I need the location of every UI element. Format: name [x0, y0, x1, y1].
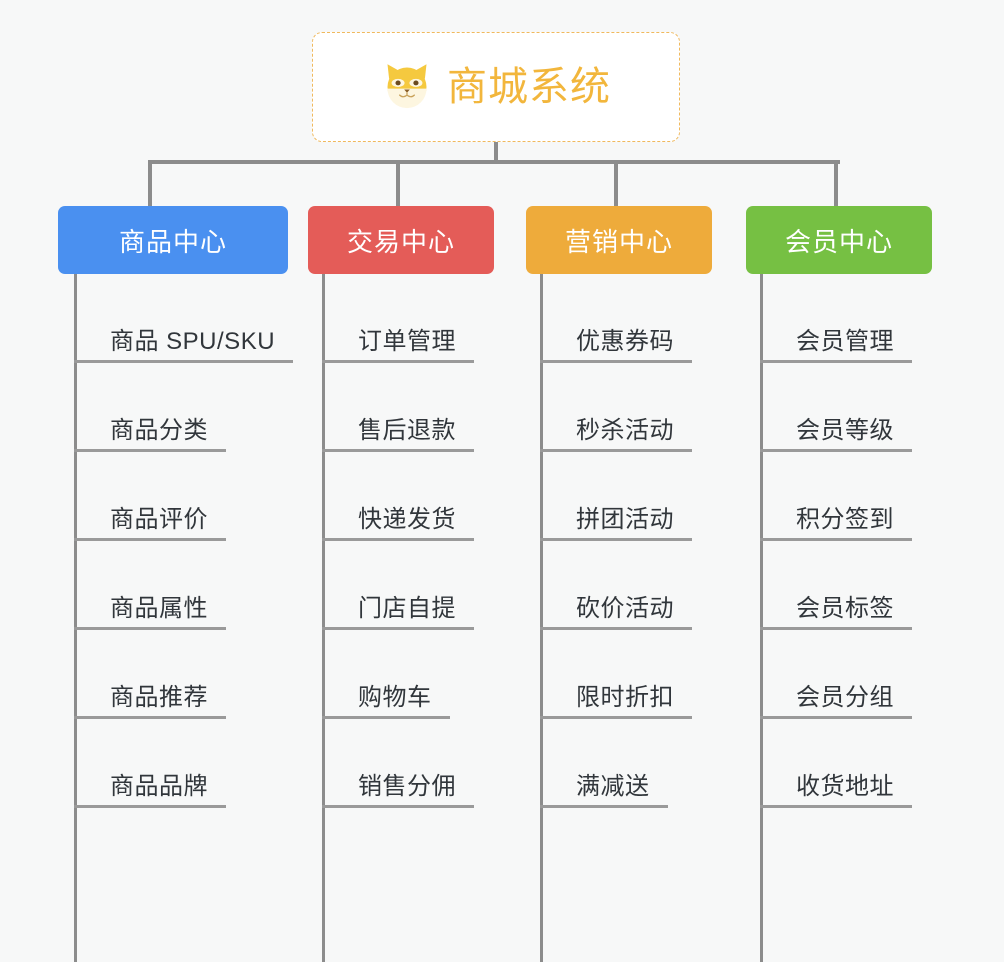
list-item[interactable]: 满减送: [540, 719, 726, 808]
leaf-label: 商品属性: [110, 595, 208, 622]
list-item[interactable]: 售后退款: [322, 363, 508, 452]
list-item[interactable]: 会员管理: [760, 274, 946, 363]
leaf-label: 限时折扣: [576, 684, 674, 711]
list-item[interactable]: 订单管理: [322, 274, 508, 363]
list-item[interactable]: 商品评价: [74, 452, 304, 541]
list-item[interactable]: 购物车: [322, 630, 508, 719]
shiba-dog-face-icon: [387, 64, 427, 109]
list-item[interactable]: 商品推荐: [74, 630, 304, 719]
leaf-label: 拼团活动: [576, 506, 674, 533]
list-item[interactable]: 收货地址: [760, 719, 946, 808]
list-item[interactable]: 积分签到: [760, 452, 946, 541]
root-node-shopping-mall-system[interactable]: 商城系统: [312, 32, 680, 142]
connector-drop-line: [834, 164, 838, 206]
leaf-label: 收货地址: [796, 773, 894, 800]
leaf-label: 会员管理: [796, 328, 894, 355]
list-item[interactable]: 门店自提: [322, 541, 508, 630]
column-rail: [760, 274, 763, 962]
category-header-product-center[interactable]: 商品中心: [58, 206, 288, 274]
diagram-canvas: 商城系统 商品中心 商品 SPU/SKU 商品分类 商品评价 商品属性 商品推荐…: [58, 32, 946, 962]
category-title: 营销中心: [564, 226, 673, 257]
category-header-member-center[interactable]: 会员中心: [746, 206, 932, 274]
leaf-label: 购物车: [358, 684, 432, 711]
list-item[interactable]: 商品品牌: [74, 719, 304, 808]
root-node-title: 商城系统: [447, 65, 611, 109]
list-item[interactable]: 秒杀活动: [540, 363, 726, 452]
leaf-label: 快递发货: [358, 506, 456, 533]
leaf-label: 订单管理: [358, 328, 456, 355]
leaf-label: 会员等级: [796, 417, 894, 444]
leaf-label: 商品品牌: [110, 773, 208, 800]
list-item[interactable]: 销售分佣: [322, 719, 508, 808]
category-title: 会员中心: [784, 226, 893, 257]
leaf-list: 商品 SPU/SKU 商品分类 商品评价 商品属性 商品推荐 商品品牌: [74, 274, 304, 808]
list-item[interactable]: 砍价活动: [540, 541, 726, 630]
leaf-label: 会员标签: [796, 595, 894, 622]
category-header-transaction-center[interactable]: 交易中心: [308, 206, 494, 274]
leaf-label: 商品评价: [110, 506, 208, 533]
column-rail: [74, 274, 77, 962]
leaf-label: 秒杀活动: [576, 417, 674, 444]
list-item[interactable]: 商品分类: [74, 363, 304, 452]
leaf-label: 优惠券码: [576, 328, 674, 355]
leaf-list: 会员管理 会员等级 积分签到 会员标签 会员分组 收货地址: [760, 274, 946, 808]
connector-drop-line: [396, 164, 400, 206]
leaf-label: 会员分组: [796, 684, 894, 711]
connector-root-stem: [494, 142, 498, 164]
column-rail: [322, 274, 325, 962]
list-item[interactable]: 会员分组: [760, 630, 946, 719]
list-item[interactable]: 优惠券码: [540, 274, 726, 363]
list-item[interactable]: 限时折扣: [540, 630, 726, 719]
connector-drop-line: [614, 164, 618, 206]
leaf-label: 满减送: [576, 773, 650, 800]
leaf-list: 订单管理 售后退款 快递发货 门店自提 购物车 销售分佣: [322, 274, 508, 808]
list-item[interactable]: 商品 SPU/SKU: [74, 274, 304, 363]
connector-horizontal-bus: [148, 160, 840, 164]
leaf-label: 销售分佣: [358, 773, 456, 800]
leaf-label: 售后退款: [358, 417, 456, 444]
leaf-label: 门店自提: [358, 595, 456, 622]
list-item[interactable]: 快递发货: [322, 452, 508, 541]
leaf-list: 优惠券码 秒杀活动 拼团活动 砍价活动 限时折扣 满减送: [540, 274, 726, 808]
leaf-label: 砍价活动: [576, 595, 674, 622]
list-item[interactable]: 商品属性: [74, 541, 304, 630]
leaf-label: 积分签到: [796, 506, 894, 533]
category-header-marketing-center[interactable]: 营销中心: [526, 206, 712, 274]
category-title: 商品中心: [118, 226, 227, 257]
leaf-label: 商品 SPU/SKU: [110, 328, 276, 355]
list-item[interactable]: 拼团活动: [540, 452, 726, 541]
category-title: 交易中心: [346, 226, 455, 257]
connector-drop-line: [148, 164, 152, 206]
leaf-label: 商品推荐: [110, 684, 208, 711]
column-rail: [540, 274, 543, 962]
leaf-label: 商品分类: [110, 417, 208, 444]
list-item[interactable]: 会员等级: [760, 363, 946, 452]
list-item[interactable]: 会员标签: [760, 541, 946, 630]
